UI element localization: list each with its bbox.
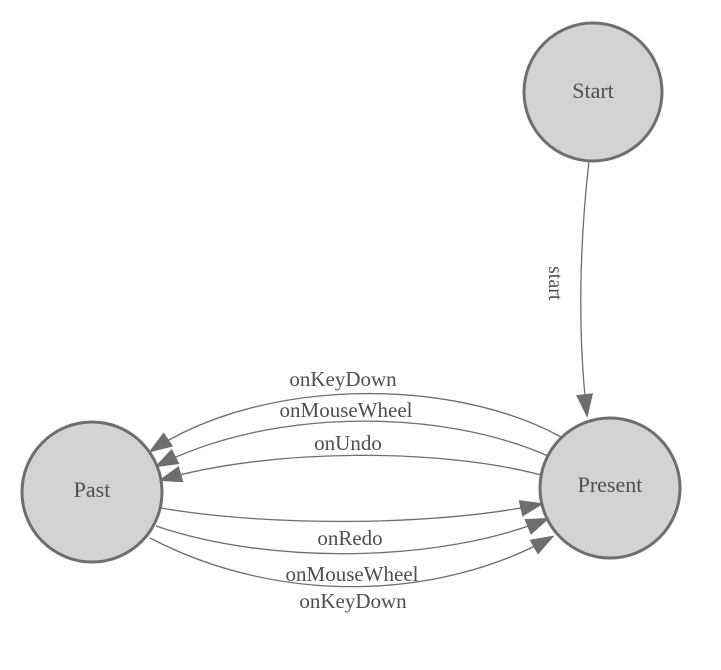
edge-present-to-past-onundo [158, 454, 542, 483]
edge-past-to-present-onmousewheel [155, 517, 550, 555]
edge-label-onredo: onRedo [317, 526, 382, 550]
node-present: Present [538, 416, 682, 560]
node-start: Start [522, 21, 664, 163]
start-node-label: Start [572, 78, 614, 103]
edge-label-start: start [544, 266, 566, 301]
present-node-circle [538, 416, 682, 560]
present-node-label: Present [578, 472, 643, 497]
edge-label-onkeydown-top: onKeyDown [289, 367, 397, 391]
edge-present-to-past-onkeydown [148, 392, 562, 453]
edge-past-to-present-onkeydown [149, 535, 555, 588]
edge-label-group: start onKeyDown onMouseWheel onUndo onRe… [280, 266, 566, 613]
edge-label-onundo: onUndo [314, 431, 382, 455]
past-node-circle [20, 420, 164, 564]
past-node-label: Past [74, 477, 111, 502]
edge-present-to-past-onmousewheel [154, 420, 549, 468]
node-past: Past [20, 420, 164, 564]
edge-past-to-present-onredo [160, 500, 544, 523]
edge-start-to-present [576, 160, 593, 418]
start-node-circle [522, 21, 664, 163]
edge-label-onkeydown-bottom: onKeyDown [299, 589, 407, 613]
edge-group [148, 160, 593, 588]
edge-label-onmousewheel-bottom: onMouseWheel [286, 562, 419, 586]
edge-label-onmousewheel-top: onMouseWheel [280, 398, 413, 422]
